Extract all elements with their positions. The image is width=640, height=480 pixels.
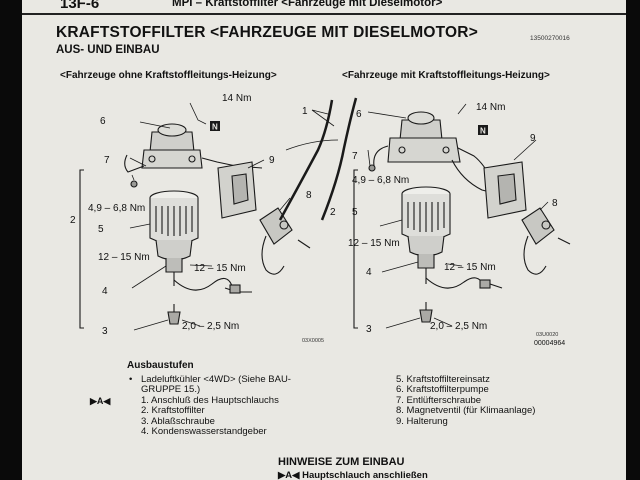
left-callout-1: 1 bbox=[302, 106, 308, 117]
left-callout-7: 7 bbox=[104, 155, 110, 166]
list-item: GRUPPE 15.) bbox=[127, 385, 291, 395]
list-item: 4. Kondenswasserstandgeber bbox=[127, 426, 291, 438]
list-item-text: 3. Ablaßschraube bbox=[141, 415, 215, 427]
removal-steps-right: 5. Kraftstoffiltereinsatz 6. Kraftstoffi… bbox=[396, 374, 536, 427]
right-callout-2: 2 bbox=[330, 207, 336, 218]
install-first-step: ▶A◀ Hauptschlauch anschließen bbox=[278, 470, 428, 480]
left-callout-2: 2 bbox=[70, 215, 76, 226]
right-torque-2: 2,0 – 2,5 Nm bbox=[430, 321, 487, 332]
right-bracket-2 bbox=[353, 169, 358, 329]
page-title: KRAFTSTOFFILTER <FAHRZEUGE MIT DIESELMOT… bbox=[56, 24, 478, 41]
list-item: ▶A◀ 1. Anschluß des Hauptschlauchs bbox=[90, 394, 291, 406]
list-item: 2. Kraftstoffilter bbox=[127, 406, 291, 416]
right-filter-cartridge bbox=[401, 186, 451, 257]
left-callout-9: 9 bbox=[269, 155, 275, 166]
page-subtitle: AUS- UND EINBAU bbox=[56, 44, 160, 56]
list-item-text: 2. Kraftstoffilter bbox=[141, 405, 205, 417]
list-item-text: GRUPPE 15.) bbox=[141, 384, 201, 396]
exploded-diagram: N N 14 Nm 1 6 7 9 4,9 – 6,8 Nm 2 5 8 12 … bbox=[70, 93, 571, 347]
left-figure-code: 03X0005 bbox=[302, 338, 324, 344]
right-torque-12b: 12 – 15 Nm bbox=[444, 262, 496, 273]
list-item: 7. Entlüfterschraube bbox=[396, 394, 482, 406]
manual-page: 13F-6 MPI – Kraftstoffilter <Fahrzeuge m… bbox=[22, 0, 626, 480]
list-item-text: 1. Anschluß des Hauptschlauchs bbox=[141, 394, 279, 406]
removal-steps-left: • Ladeluftkühler <4WD> (Siehe BAU- GRUPP… bbox=[90, 374, 291, 438]
list-item: 3. Ablaßschraube bbox=[127, 415, 291, 427]
removal-steps-title: Ausbaustufen bbox=[127, 360, 194, 371]
right-callout-8: 8 bbox=[552, 198, 558, 209]
left-torque-14: 14 Nm bbox=[222, 93, 251, 104]
right-callout-4: 4 bbox=[366, 267, 372, 278]
right-callout-9: 9 bbox=[530, 133, 536, 144]
left-variant-label: <Fahrzeuge ohne Kraftstoffleitungs-Heizu… bbox=[60, 70, 277, 81]
right-n-badge bbox=[478, 125, 488, 135]
right-filter-pump bbox=[373, 111, 499, 195]
list-bullet: • bbox=[129, 374, 133, 385]
list-item-text: 4. Kondenswasserstandgeber bbox=[141, 426, 267, 438]
right-n-badge-text: N bbox=[480, 127, 486, 136]
right-water-sensor bbox=[417, 254, 503, 289]
right-figure-code-small: 03U0020 bbox=[536, 332, 558, 338]
left-n-badge bbox=[210, 121, 220, 131]
document-number: 13500270016 bbox=[530, 35, 570, 42]
right-bracket-9 bbox=[483, 161, 527, 219]
left-callout-5: 5 bbox=[98, 224, 104, 235]
install-notes-title: HINWEISE ZUM EINBAU bbox=[278, 456, 405, 468]
left-drain-screw bbox=[167, 304, 181, 325]
right-callout-3: 3 bbox=[366, 324, 372, 335]
page-header: 13F-6 MPI – Kraftstoffilter <Fahrzeuge m… bbox=[22, 0, 626, 15]
right-figure-code: 00004964 bbox=[534, 340, 565, 347]
right-torque-14: 14 Nm bbox=[476, 102, 505, 113]
list-item: 5. Kraftstoffiltereinsatz bbox=[396, 374, 490, 385]
step-marker-a: ▶A◀ bbox=[90, 395, 111, 406]
left-callout-4: 4 bbox=[102, 286, 108, 297]
left-torque-12b: 12 – 15 Nm bbox=[194, 263, 246, 274]
left-torque-49: 4,9 – 6,8 Nm bbox=[88, 203, 145, 214]
section-number: 13F-6 bbox=[60, 0, 100, 12]
left-solenoid-valve bbox=[259, 207, 311, 275]
list-item: 6. Kraftstoffilterpumpe bbox=[396, 384, 489, 396]
right-bleeder-screw bbox=[368, 164, 376, 172]
right-torque-49: 4,9 – 6,8 Nm bbox=[352, 175, 409, 186]
list-item: • Ladeluftkühler <4WD> (Siehe BAU- bbox=[127, 374, 291, 385]
left-filter-cartridge bbox=[149, 190, 199, 261]
right-solenoid-valve bbox=[521, 207, 571, 275]
header-title: MPI – Kraftstoffilter <Fahrzeuge mit Die… bbox=[172, 0, 443, 9]
left-torque-12a: 12 – 15 Nm bbox=[98, 252, 150, 263]
right-drain-screw bbox=[419, 302, 433, 323]
right-callout-5: 5 bbox=[352, 207, 358, 218]
left-bracket-2 bbox=[79, 169, 84, 329]
right-callout-7: 7 bbox=[352, 151, 358, 162]
list-item-text: Ladeluftkühler <4WD> (Siehe BAU- bbox=[141, 374, 291, 385]
list-item: 8. Magnetventil (für Klimaanlage) bbox=[396, 405, 536, 417]
right-variant-label: <Fahrzeuge mit Kraftstoffleitungs-Heizun… bbox=[342, 70, 550, 81]
left-bracket-9 bbox=[217, 161, 257, 219]
header-rule bbox=[22, 13, 626, 15]
left-bleeder-screw bbox=[130, 180, 138, 188]
right-callout-6: 6 bbox=[356, 109, 362, 120]
left-torque-2: 2,0 – 2,5 Nm bbox=[182, 321, 239, 332]
left-main-hose bbox=[278, 99, 334, 221]
left-n-badge-text: N bbox=[212, 123, 218, 132]
list-item: 9. Halterung bbox=[396, 415, 448, 427]
left-callout-8: 8 bbox=[306, 190, 312, 201]
left-callout-3: 3 bbox=[102, 326, 108, 337]
left-callout-6: 6 bbox=[100, 116, 106, 127]
left-water-sensor bbox=[165, 258, 252, 294]
right-torque-12a: 12 – 15 Nm bbox=[348, 238, 400, 249]
